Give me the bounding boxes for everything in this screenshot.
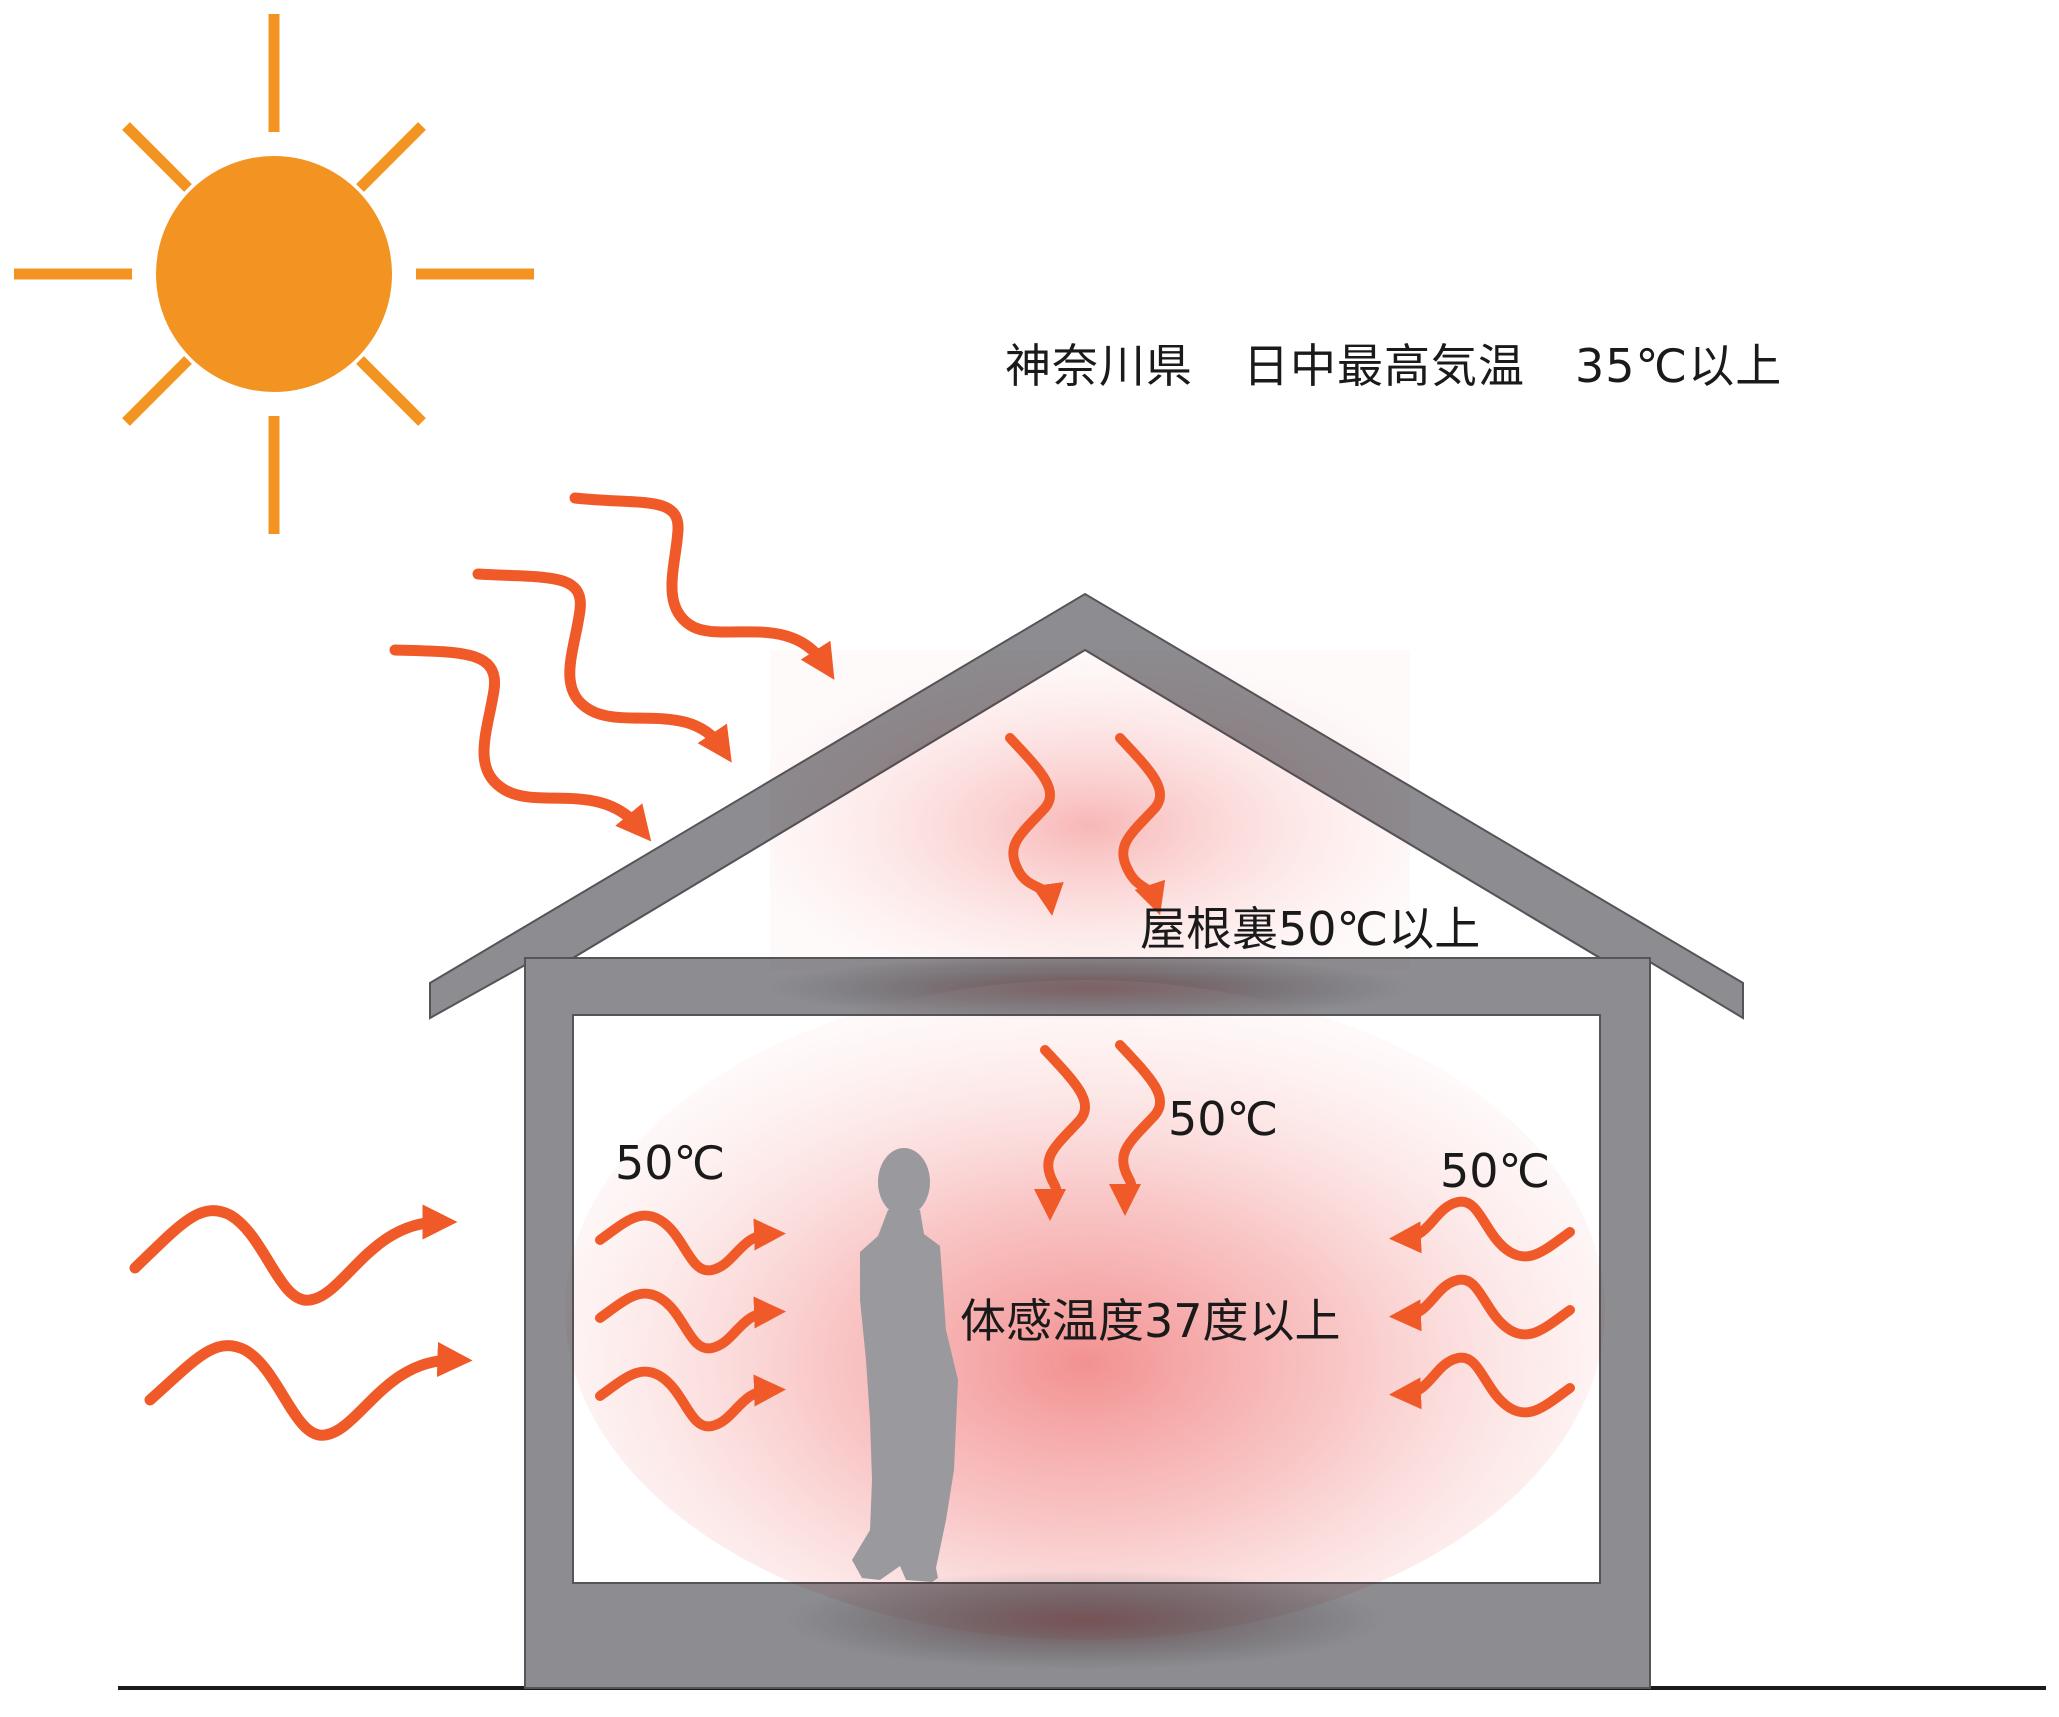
metric-label: 日中最高気温: [1243, 339, 1525, 393]
wavy-heat-arrow-icon: [472, 568, 732, 763]
wavy-heat-arrow-icon: [1389, 1352, 1575, 1418]
wavy-heat-arrow-icon: [595, 1288, 786, 1354]
felt-temperature-label: 体感温度37度以上: [960, 1294, 1341, 1348]
ceiling-temperature-label: 50℃: [1168, 1092, 1279, 1146]
wavy-heat-arrow-icon: [1109, 1040, 1165, 1216]
right-wall-temperature-label: 50℃: [1440, 1144, 1551, 1198]
attic-temperature-label: 屋根裏50℃以上: [1140, 902, 1481, 956]
wavy-heat-arrow-icon: [389, 644, 652, 842]
wavy-heat-arrow-icon: [1115, 733, 1166, 916]
ceiling-heat-arrows: [1034, 1040, 1165, 1221]
wavy-heat-arrow-icon: [569, 492, 835, 680]
wavy-heat-arrow-icon: [1389, 1274, 1575, 1340]
left-wall-heat-arrows: [595, 1210, 786, 1432]
person-silhouette-icon: [852, 1148, 958, 1582]
wavy-heat-arrow-icon: [1389, 1196, 1575, 1262]
wavy-heat-arrow-icon: [1034, 1045, 1090, 1221]
left-wall-temperature-label: 50℃: [615, 1136, 726, 1190]
wavy-heat-arrow-icon: [129, 1204, 458, 1306]
right-wall-heat-arrows: [1389, 1196, 1575, 1418]
sun-icon: [14, 14, 534, 534]
wavy-heat-arrow-icon: [595, 1210, 786, 1276]
temperature-value: 35℃以上: [1575, 339, 1783, 393]
attic-glow: [770, 650, 1410, 970]
floor-glow: [785, 1570, 1385, 1670]
heat-glow: [565, 650, 1605, 1670]
attic-heat-arrows: [1005, 733, 1166, 916]
wavy-heat-arrow-icon: [1005, 733, 1064, 916]
room-glow: [565, 980, 1605, 1640]
prefecture-label: 神奈川県: [1005, 339, 1193, 393]
sun-heat-arrows: [389, 492, 835, 842]
wavy-heat-arrow-icon: [595, 1366, 786, 1432]
wavy-heat-arrow-icon: [144, 1340, 473, 1441]
wall-heat-arrows-outside: [129, 1204, 473, 1441]
